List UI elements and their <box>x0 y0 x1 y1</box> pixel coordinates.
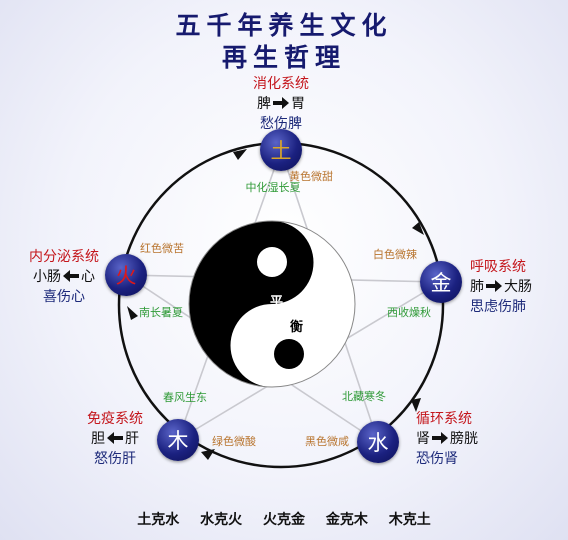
immune-organs: 胆 肝 <box>87 428 143 448</box>
wood-node: 木 <box>157 419 199 461</box>
arrow-left-icon <box>107 432 123 444</box>
respiratory-emotion: 思虑伤肺 <box>470 299 526 315</box>
digestive-system-group: 消化系统 脾 胃 愁伤脾 <box>253 73 309 133</box>
earth-taste-label: 黄色微甜 <box>289 170 333 183</box>
metal-label: 金 <box>430 271 452 295</box>
endocrine-system-title: 内分泌系统 <box>29 249 99 265</box>
circulatory-system-title: 循环系统 <box>416 411 472 427</box>
metal-node: 金 <box>420 261 462 303</box>
title-line-1: 五千年养生文化 <box>175 11 393 40</box>
circulatory-emotion: 恐伤肾 <box>416 451 458 467</box>
rule-item: 土克水 <box>137 512 180 528</box>
cycle-arrow-wood-fire <box>127 306 138 320</box>
control-rules: 土克水 水克火 火克金 金克木 木克土 <box>0 509 568 529</box>
immune-system-title: 免疫系统 <box>87 411 143 427</box>
arrow-right-icon <box>486 280 502 292</box>
wood-season-label: 春风生东 <box>163 391 207 404</box>
arrow-right-icon <box>273 97 289 109</box>
circulatory-organ-b: 膀胱 <box>450 431 478 447</box>
cycle-arrow-water-wood <box>201 449 215 460</box>
endocrine-system-group: 内分泌系统 小肠 心 喜伤心 <box>29 246 99 306</box>
digestive-emotion: 愁伤脾 <box>260 116 302 132</box>
immune-organ-b: 肝 <box>125 431 139 447</box>
digestive-organ-b: 胃 <box>291 96 305 112</box>
respiratory-organ-b: 大肠 <box>504 279 532 295</box>
cycle-arrow-fire-earth <box>233 149 247 160</box>
fire-season-label: 南长暑夏 <box>139 306 183 319</box>
endocrine-organs: 小肠 心 <box>29 266 99 286</box>
rule-item: 水克火 <box>200 512 243 528</box>
immune-emotion: 怒伤肝 <box>94 451 136 467</box>
fire-label: 火 <box>115 264 137 288</box>
earth-label: 土 <box>270 139 292 163</box>
fire-taste-label: 红色微苦 <box>140 242 184 255</box>
cycle-arrow-metal-water <box>411 398 421 412</box>
metal-season-label: 西收燥秋 <box>387 306 431 319</box>
digestive-organ-a: 脾 <box>257 96 271 112</box>
circulatory-system-group: 循环系统 肾 膀胱 恐伤肾 <box>416 408 478 468</box>
fire-node: 火 <box>105 254 147 296</box>
rule-item: 金克木 <box>325 512 368 528</box>
endocrine-emotion: 喜伤心 <box>43 289 85 305</box>
endocrine-organ-b: 心 <box>81 269 95 285</box>
ping-label: 平 <box>270 295 284 310</box>
respiratory-system-group: 呼吸系统 肺 大肠 思虑伤肺 <box>470 256 532 316</box>
rule-item: 火克金 <box>263 512 305 528</box>
respiratory-system-title: 呼吸系统 <box>470 259 526 275</box>
title-line-2: 再生哲理 <box>221 43 346 72</box>
water-season-label: 北藏寒冬 <box>342 390 386 403</box>
water-label: 水 <box>367 431 389 455</box>
immune-organ-a: 胆 <box>91 431 105 447</box>
earth-node: 土 <box>260 129 302 171</box>
heng-label: 衡 <box>290 320 304 335</box>
respiratory-organ-a: 肺 <box>470 279 484 295</box>
rule-item: 木克土 <box>388 512 431 528</box>
respiratory-organs: 肺 大肠 <box>470 276 532 296</box>
cycle-arrow-earth-metal <box>412 222 424 235</box>
immune-system-group: 免疫系统 胆 肝 怒伤肝 <box>87 408 143 468</box>
digestive-system-title: 消化系统 <box>253 76 309 92</box>
water-taste-label: 黑色微咸 <box>305 435 349 448</box>
arrow-left-icon <box>63 270 79 282</box>
endocrine-organ-a: 小肠 <box>33 269 61 285</box>
wood-taste-label: 绿色微酸 <box>212 435 256 448</box>
arrow-right-icon <box>432 432 448 444</box>
circulatory-organs: 肾 膀胱 <box>416 428 478 448</box>
wood-label: 木 <box>167 429 189 453</box>
earth-season-label: 中化湿长夏 <box>245 181 301 194</box>
digestive-organs: 脾 胃 <box>253 93 309 113</box>
circulatory-organ-a: 肾 <box>416 431 430 447</box>
yin-yang-symbol <box>188 220 356 388</box>
metal-taste-label: 白色微辣 <box>373 248 417 261</box>
water-node: 水 <box>357 421 399 463</box>
